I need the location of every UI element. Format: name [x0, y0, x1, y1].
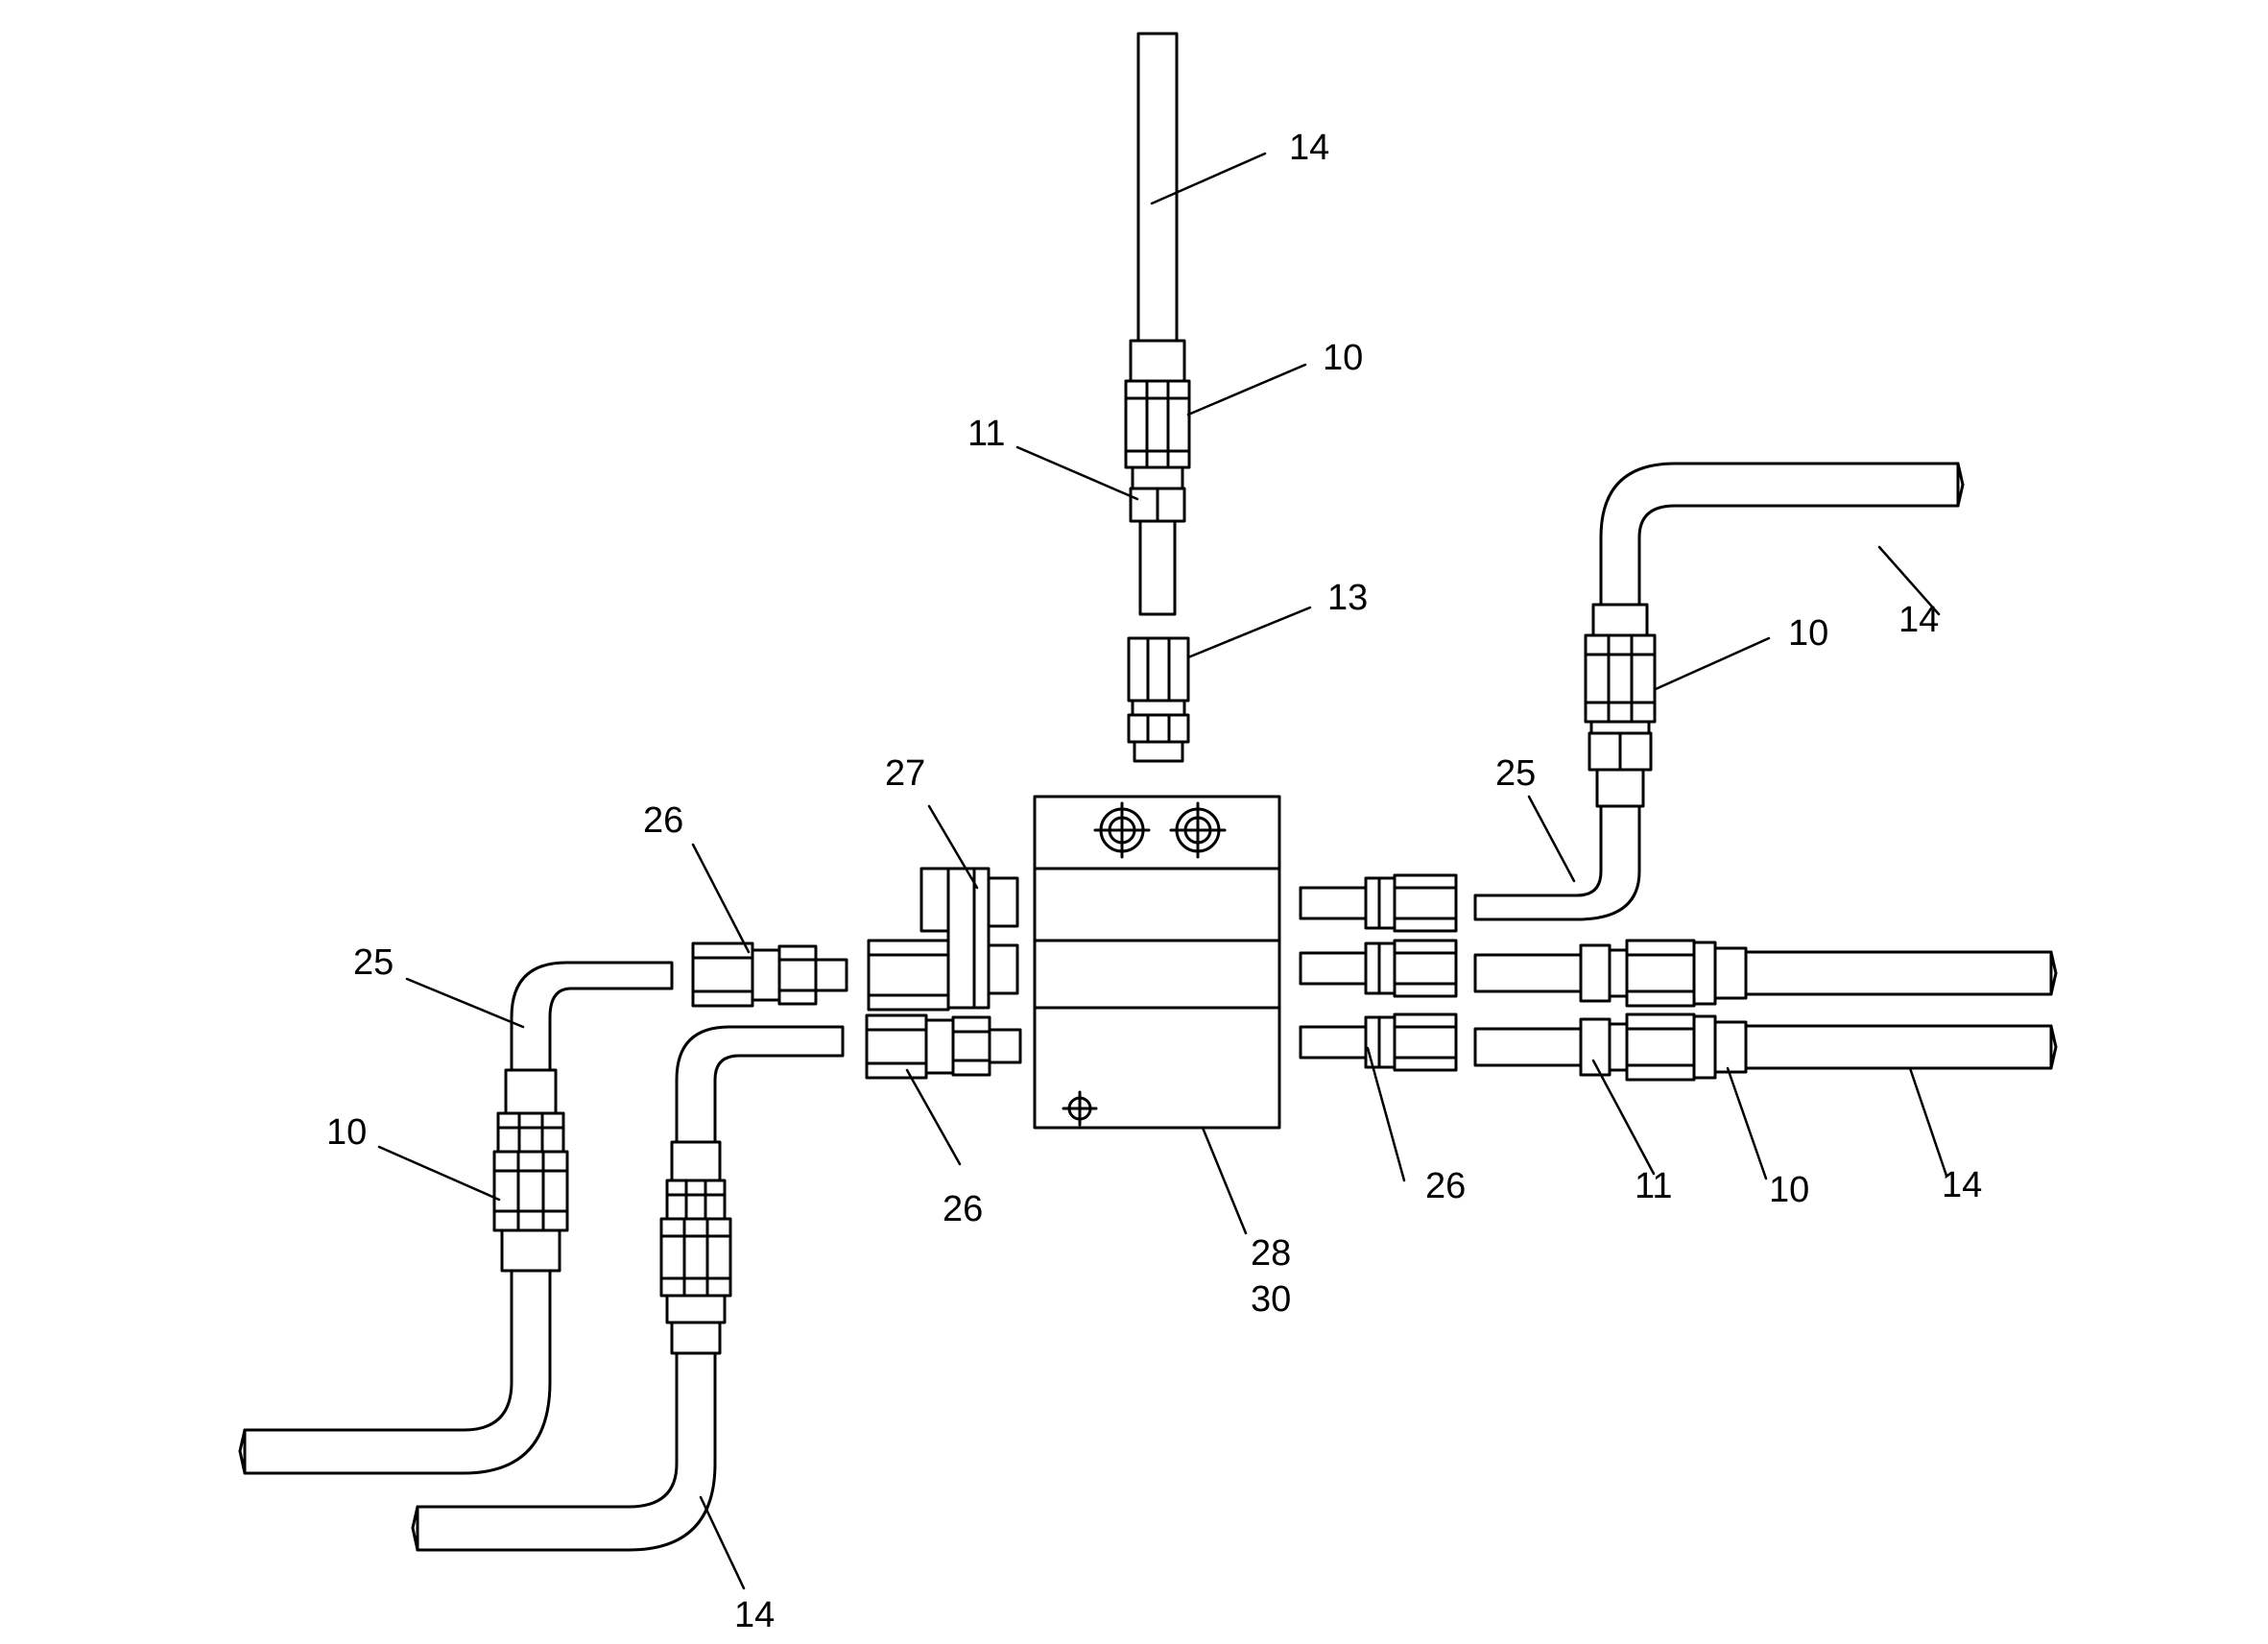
- mounting-bolt-icon: [1169, 801, 1227, 859]
- right-union-middle: [1299, 939, 1458, 998]
- callout-left-union-lower: 26: [943, 1189, 983, 1229]
- left-elbow-assembly: [238, 961, 674, 1475]
- callout-top-nut: 10: [1323, 338, 1363, 378]
- right-elbow-assembly: [1473, 462, 1965, 921]
- callout-bottom-tube: 14: [734, 1595, 775, 1635]
- callout-right-lower-tube: 14: [1942, 1165, 1982, 1205]
- manifold-block: [1033, 795, 1281, 1130]
- mounting-bolt-icon: [1093, 801, 1151, 859]
- left-union-upper: [691, 941, 848, 1008]
- callout-top-tube: 14: [1289, 128, 1329, 168]
- callout-right-elbow: 25: [1495, 753, 1536, 794]
- right-tube-lower: [1473, 1013, 2058, 1082]
- top-connector-fitting: [1127, 636, 1190, 763]
- callout-top-connector: 13: [1327, 578, 1368, 618]
- callout-right-nut: 10: [1769, 1170, 1809, 1210]
- callout-labels: 14 10 11 13 14 10 25 26 11 10 14 28 30 2…: [326, 128, 1982, 1635]
- right-union-lower: [1299, 1013, 1458, 1072]
- callout-right-sleeve: 11: [1635, 1166, 1672, 1206]
- callout-left-bracket: 27: [885, 753, 925, 794]
- callout-block-a: 28: [1251, 1233, 1291, 1274]
- mounting-hole-icon: [1062, 1090, 1098, 1127]
- left-union-lower: [865, 1013, 1022, 1080]
- callout-right-upper-tube: 14: [1898, 600, 1939, 640]
- right-union-upper: [1299, 873, 1458, 933]
- callout-right-union: 26: [1425, 1166, 1466, 1206]
- callout-left-nut: 10: [326, 1112, 367, 1153]
- callout-top-sleeve: 11: [967, 414, 1005, 454]
- callout-left-elbow: 25: [353, 942, 394, 983]
- top-tube-assembly: [1124, 32, 1191, 616]
- callout-left-union-upper: 26: [643, 800, 683, 841]
- right-tube-middle: [1473, 939, 2058, 1008]
- callout-block-b: 30: [1251, 1279, 1291, 1320]
- bottom-tube-assembly: [411, 1025, 845, 1552]
- leader-lines: [377, 152, 1948, 1590]
- left-bracket: [867, 867, 1019, 1012]
- callout-right-upper-nut: 10: [1788, 613, 1828, 654]
